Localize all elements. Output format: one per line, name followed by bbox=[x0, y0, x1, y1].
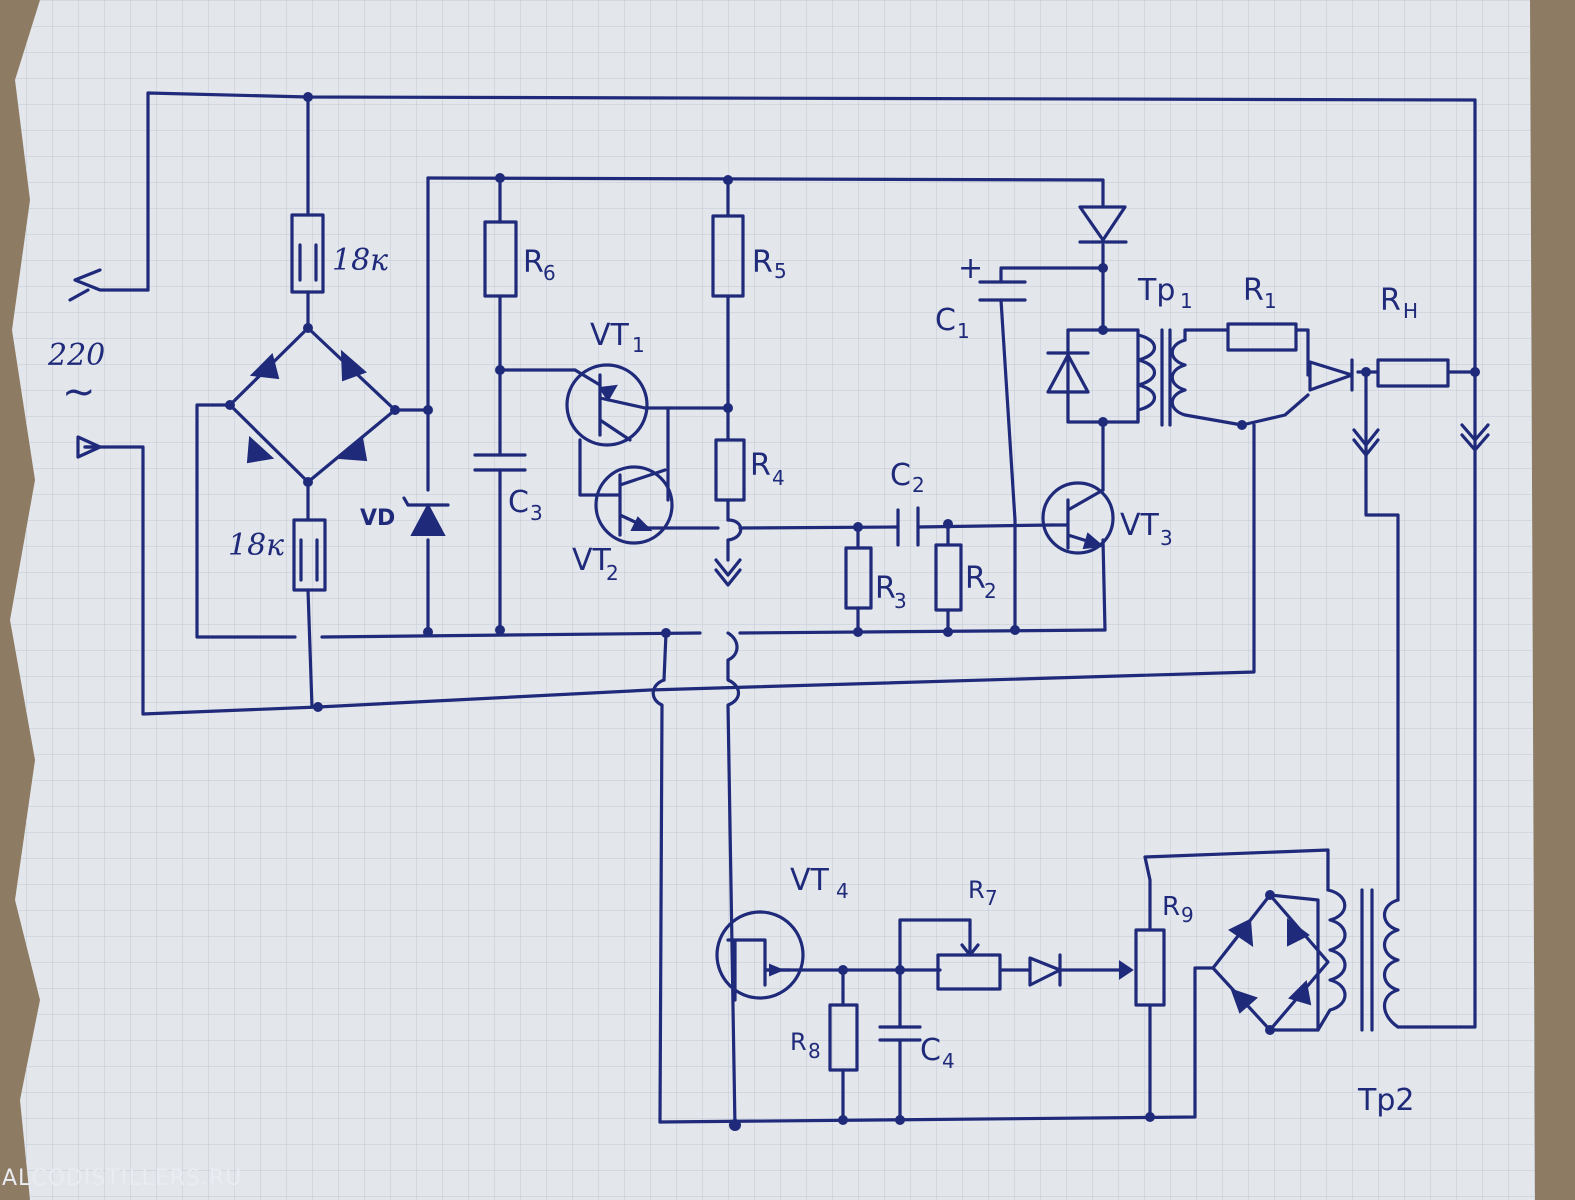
label-r1-sub: 1 bbox=[1264, 289, 1277, 313]
label-r4: R bbox=[750, 448, 771, 483]
label-vt3: VT bbox=[1120, 508, 1160, 543]
capacitor-c1 bbox=[978, 280, 1027, 302]
resistor-r6 bbox=[483, 220, 518, 298]
capacitor-c2 bbox=[896, 506, 920, 547]
label-r8: R bbox=[790, 1028, 807, 1056]
resistor-r8 bbox=[828, 1003, 859, 1072]
label-r6: R bbox=[523, 245, 544, 280]
label-vt1: VT bbox=[590, 318, 630, 353]
resistor-r4 bbox=[714, 438, 746, 502]
label-vt4: VT bbox=[790, 863, 830, 898]
resistor-r1 bbox=[1226, 322, 1298, 352]
label-supply-voltage: 220 bbox=[47, 338, 105, 373]
plug-arrow-top bbox=[68, 268, 150, 302]
capacitor-c4 bbox=[878, 1025, 922, 1042]
resistor-r9 bbox=[1134, 928, 1166, 1007]
zener-diode-vd bbox=[410, 502, 446, 536]
label-c4-sub: 4 bbox=[942, 1049, 955, 1073]
label-tp1-sub: 1 bbox=[1180, 289, 1193, 313]
label-vt3-sub: 3 bbox=[1160, 526, 1173, 550]
label-r5-sub: 5 bbox=[774, 259, 787, 283]
label-r1: R bbox=[1243, 273, 1264, 308]
diode-rh bbox=[1308, 358, 1354, 392]
label-tp1: Тр bbox=[1137, 273, 1175, 308]
resistor-r3 bbox=[844, 546, 873, 610]
diode-tr1 bbox=[1046, 351, 1090, 394]
resistor-rh bbox=[1376, 358, 1450, 388]
label-vt2: VT bbox=[572, 543, 612, 578]
label-vt4-sub: 4 bbox=[836, 879, 849, 903]
resistor-r2 bbox=[934, 543, 963, 612]
transistor-arrows bbox=[598, 384, 1105, 977]
labels: 220 ~ 18к 18к VD R 6 R 5 R 4 R 3 R 2 R 1… bbox=[2, 243, 1418, 1191]
label-resistor-18k-top: 18к bbox=[332, 243, 388, 278]
label-r9: R bbox=[1162, 892, 1180, 922]
plug-arrow-bottom bbox=[76, 435, 102, 459]
resistor-r5 bbox=[711, 214, 745, 298]
label-r4-sub: 4 bbox=[772, 466, 785, 490]
label-r5: R bbox=[752, 245, 773, 280]
transistor-vt2 bbox=[594, 465, 674, 545]
label-r2-sub: 2 bbox=[984, 579, 997, 603]
wires bbox=[83, 91, 1477, 1129]
label-c1-sub: 1 bbox=[957, 319, 970, 343]
ground-arrow-r4 bbox=[714, 558, 742, 587]
label-r6-sub: 6 bbox=[543, 261, 556, 285]
diodes bbox=[228, 205, 1354, 1032]
label-r9-sub: 9 bbox=[1181, 903, 1194, 927]
label-c3: C bbox=[508, 485, 529, 520]
watermark: ALCODISTILLERS.RU bbox=[2, 1166, 242, 1191]
label-supply-ac-symbol: ~ bbox=[62, 369, 96, 415]
transformer-tp2 bbox=[1316, 888, 1400, 1032]
transistor-vt1 bbox=[565, 363, 649, 447]
capacitor-c3 bbox=[473, 453, 527, 472]
label-resistor-18k-bottom: 18к bbox=[228, 528, 284, 563]
label-r2: R bbox=[965, 561, 986, 596]
junction-nodes bbox=[225, 92, 1480, 1131]
label-rh-sub: Н bbox=[1403, 299, 1418, 323]
label-c4: C bbox=[920, 1033, 941, 1068]
connectors bbox=[68, 268, 1490, 587]
label-vt1-sub: 1 bbox=[632, 333, 645, 357]
capacitors bbox=[473, 280, 1027, 1042]
resistor-18k-top bbox=[290, 213, 325, 294]
label-r7-sub: 7 bbox=[985, 886, 998, 910]
ground-arrow-rh bbox=[1352, 428, 1380, 457]
transistor-vt3 bbox=[1041, 481, 1115, 555]
label-c1-plus: + bbox=[958, 251, 983, 286]
label-r3: R bbox=[875, 571, 896, 606]
diode-top bbox=[1078, 205, 1128, 244]
label-c3-sub: 3 bbox=[530, 501, 543, 525]
resistor-18k-bottom bbox=[292, 518, 327, 592]
label-r3-sub: 3 bbox=[894, 589, 907, 613]
diode-r9 bbox=[1028, 953, 1062, 987]
label-r8-sub: 8 bbox=[808, 1039, 821, 1063]
label-c2: C bbox=[890, 458, 911, 493]
label-tp2: Тр2 bbox=[1357, 1083, 1414, 1118]
transistor-vt4 bbox=[715, 910, 805, 1000]
paper-grid bbox=[10, 0, 1535, 1200]
label-rh: R bbox=[1380, 283, 1401, 318]
resistors bbox=[290, 213, 1450, 1072]
label-c2-sub: 2 bbox=[912, 473, 925, 497]
transformer-tp1 bbox=[1136, 328, 1187, 427]
resistor-marks bbox=[298, 243, 980, 957]
label-vd: VD bbox=[360, 506, 395, 531]
label-vt2-sub: 2 bbox=[606, 561, 619, 585]
label-c1: C bbox=[935, 303, 956, 338]
label-r7: R bbox=[968, 876, 985, 904]
ground-arrow-right bbox=[1460, 423, 1490, 452]
